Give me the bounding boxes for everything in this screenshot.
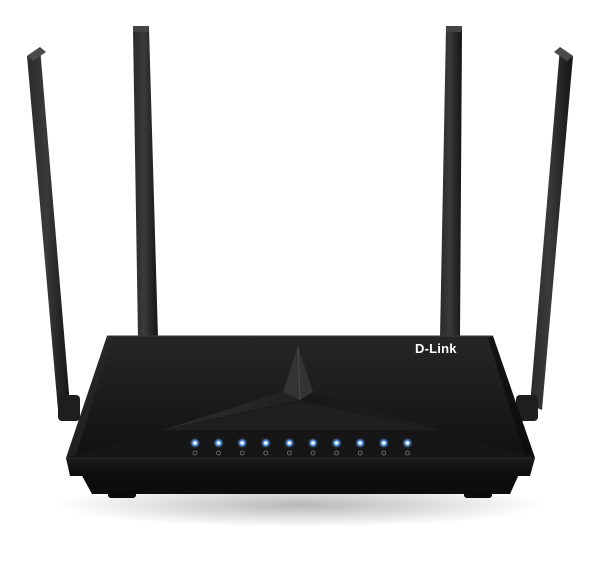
- brand-logo: D-Link: [415, 341, 457, 356]
- status-led: [308, 438, 318, 456]
- status-led: [402, 438, 413, 456]
- status-led: [213, 438, 224, 456]
- wan-port-icon: [216, 450, 222, 456]
- internet-icon: [310, 450, 316, 456]
- status-led: [378, 438, 389, 456]
- status-led-row: [190, 438, 413, 456]
- status-led: [355, 438, 366, 456]
- status-led: [237, 438, 248, 456]
- status-led: [284, 438, 295, 456]
- status-led: [260, 438, 271, 456]
- antenna-far-left: [27, 47, 80, 421]
- top-star-ridge: [162, 345, 440, 430]
- antenna-inner-left: [133, 26, 158, 338]
- usb-icon: [381, 450, 387, 456]
- antenna-inner-right: [440, 26, 462, 338]
- wifi-5g-icon: [357, 450, 363, 456]
- lan-port-3-icon: [286, 450, 292, 456]
- lan-port-2-icon: [263, 450, 269, 456]
- wifi-2g-icon: [334, 450, 340, 456]
- status-led: [331, 438, 342, 456]
- antenna-far-right: [516, 47, 573, 421]
- power-icon: [192, 450, 198, 456]
- status-led: [190, 438, 200, 456]
- wps-icon: [404, 450, 410, 456]
- router-body: [66, 335, 535, 498]
- lan-port-1-icon: [239, 450, 245, 456]
